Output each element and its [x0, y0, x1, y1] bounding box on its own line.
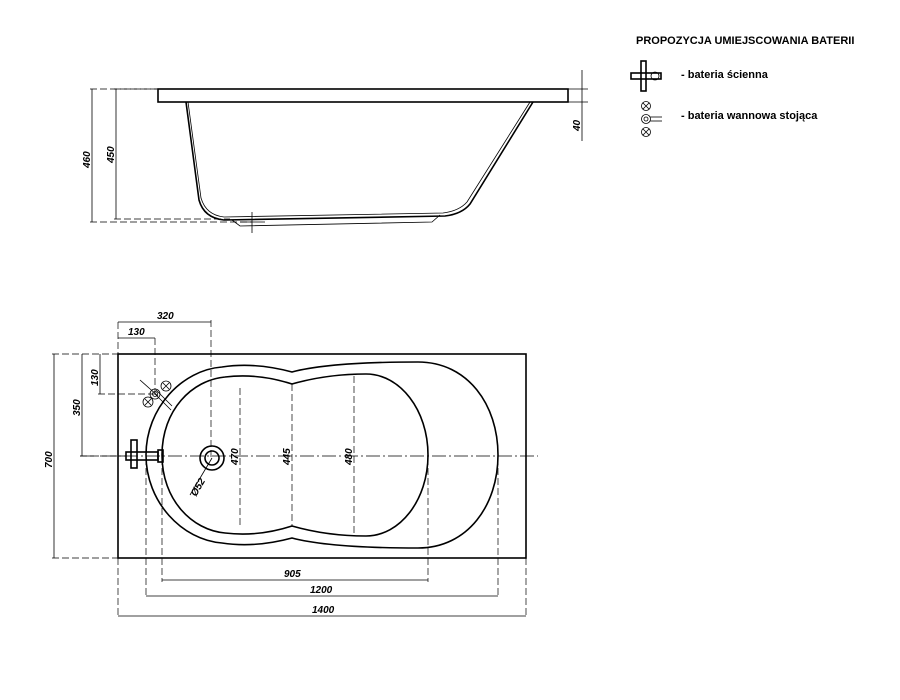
drain-inner-ring	[204, 450, 220, 466]
bathtub-body	[185, 101, 534, 221]
legend-standing-faucet-icon	[641, 101, 662, 137]
dim-480-label: 480	[344, 448, 355, 466]
legend-wall-faucet-icon	[630, 60, 662, 92]
dim-drain-label: Ø52	[189, 476, 208, 498]
basin-inner-contour	[161, 373, 429, 537]
dim-905-label: 905	[284, 569, 301, 580]
wall-faucet-icon	[118, 439, 164, 469]
bathtub-rim	[157, 88, 569, 103]
dim-130-vertical-label: 130	[90, 369, 101, 386]
dim-700-label: 700	[44, 451, 55, 468]
standing-faucet-icon	[139, 379, 173, 411]
side-view: 460 450 40	[82, 70, 588, 233]
dim-1200-label: 1200	[310, 585, 333, 596]
dim-450-label: 450	[106, 146, 117, 164]
legend-title: PROPOZYCJA UMIEJSCOWANIA BATERII	[636, 35, 855, 47]
top-view: Ø52 470 445 480 140	[44, 311, 538, 618]
legend-standing-faucet-label: - bateria wannowa stojąca	[681, 110, 818, 122]
dim-460-label: 460	[82, 151, 93, 169]
dim-130-horizontal-label: 130	[128, 327, 145, 338]
dim-350-label: 350	[72, 399, 83, 416]
basin-outer-contour	[145, 361, 499, 549]
dim-1400-label: 1400	[312, 605, 335, 616]
dim-320-label: 320	[157, 311, 174, 322]
legend-wall-faucet-label: - bateria ścienna	[681, 69, 768, 81]
dim-445-label: 445	[282, 448, 293, 466]
dim-40-label: 40	[572, 119, 583, 132]
dim-470-label: 470	[230, 448, 241, 466]
drain-outer-ring	[199, 445, 225, 471]
